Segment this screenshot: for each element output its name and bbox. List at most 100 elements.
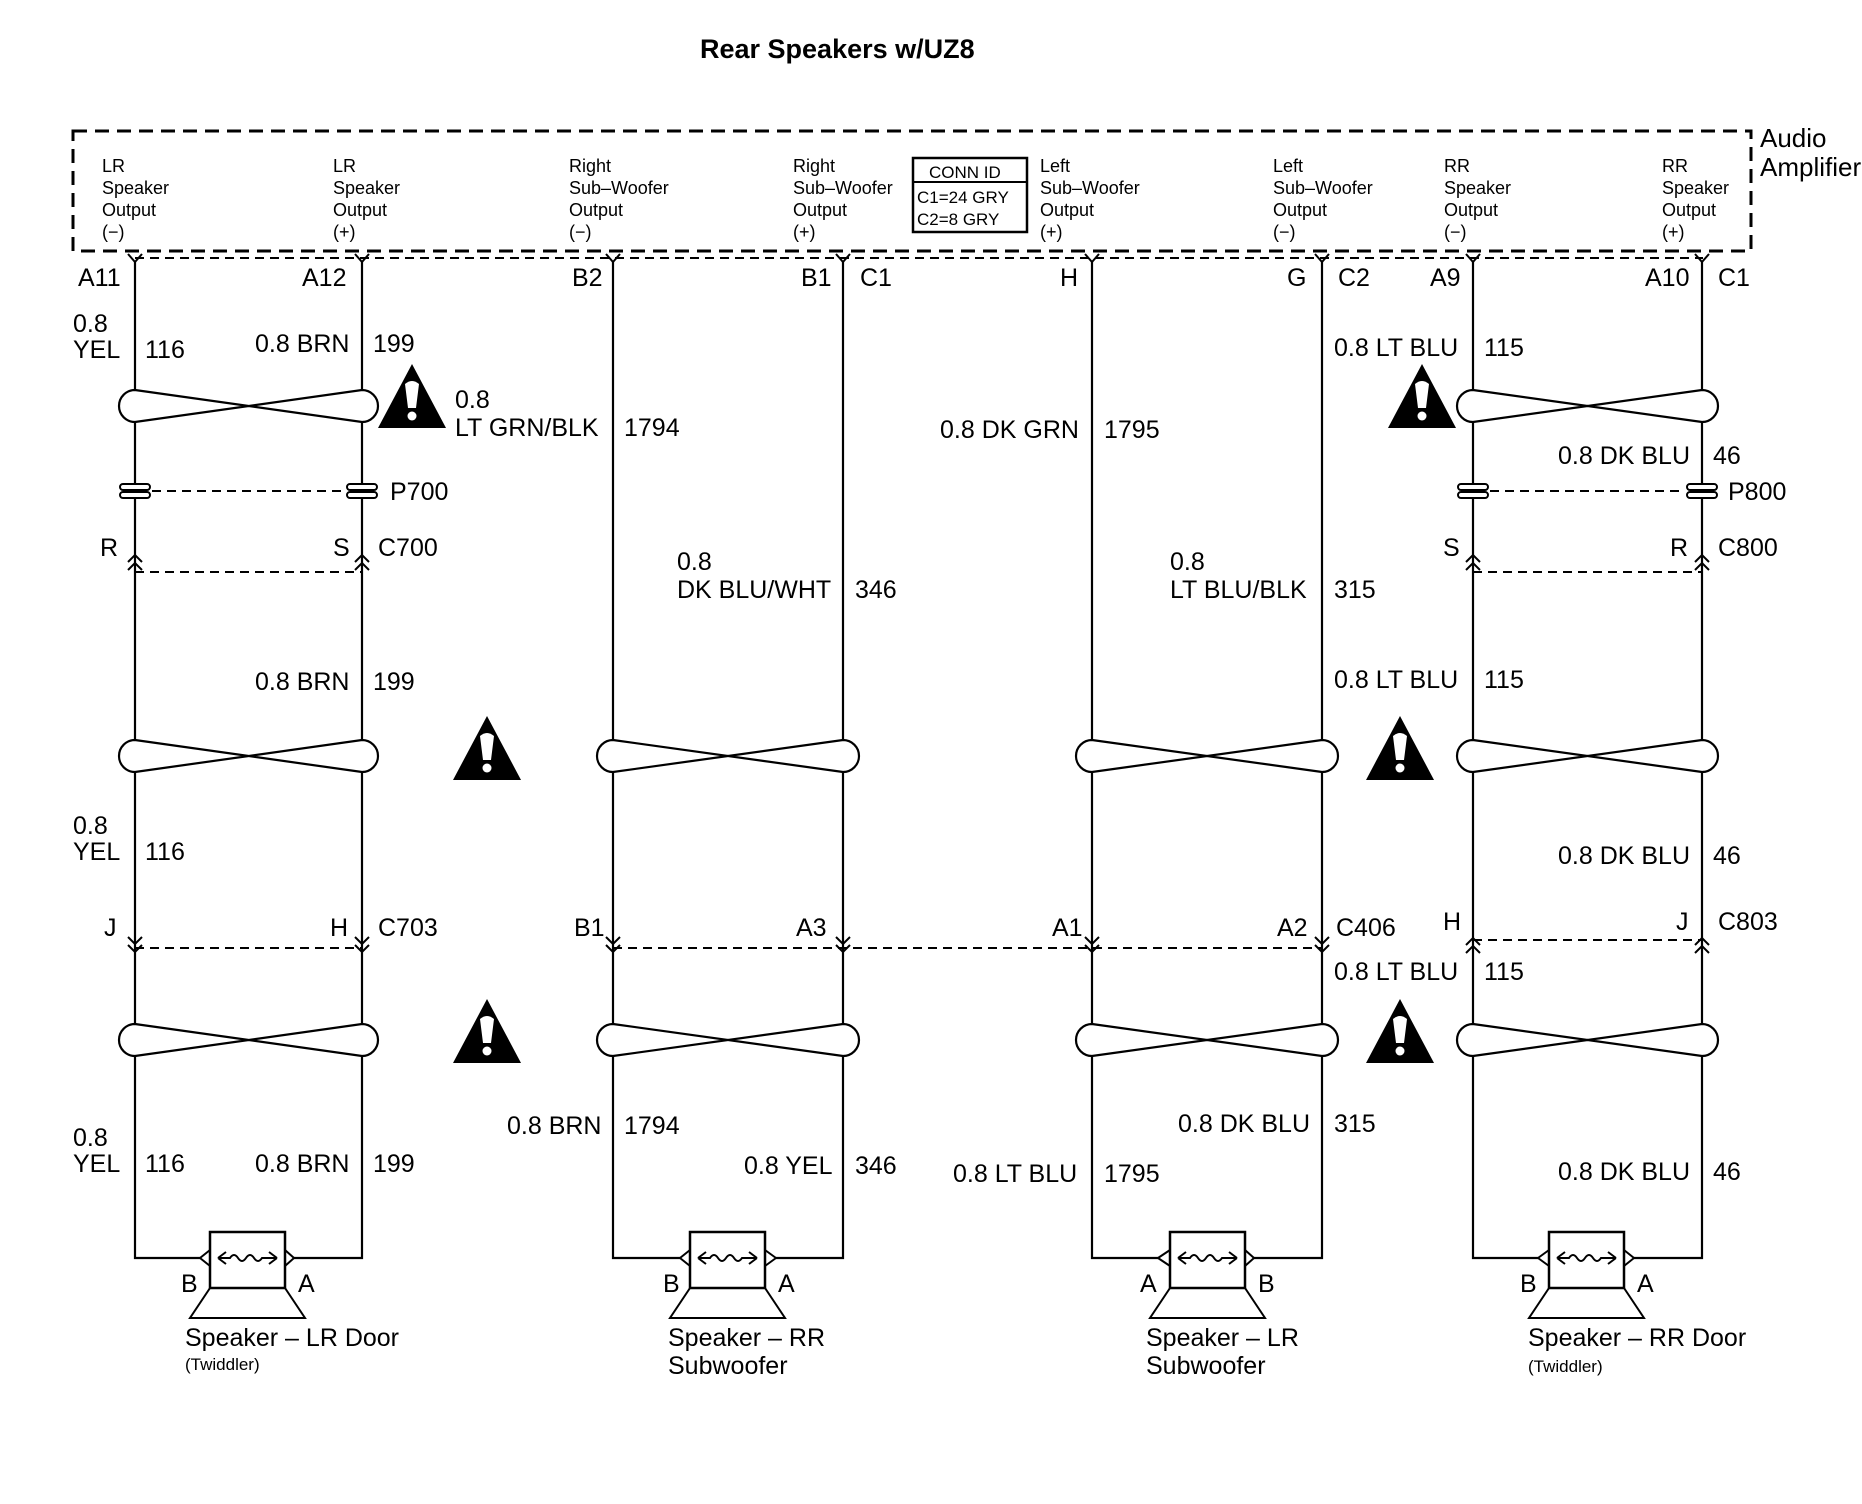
svg-text:Left: Left <box>1273 156 1303 176</box>
warning-icon-4 <box>1366 716 1434 780</box>
svg-text:Sub–Woofer: Sub–Woofer <box>1273 178 1373 198</box>
svg-text:Speaker: Speaker <box>102 178 169 198</box>
w116-top-circuit: 116 <box>145 336 185 364</box>
c700-connector <box>127 553 370 573</box>
pin-a9: A9 <box>1430 264 1461 292</box>
w315-mid-circuit: 315 <box>1334 576 1376 604</box>
w46-mid-label: 0.8 DK BLU <box>1558 842 1690 870</box>
c406-pin-a2: A2 <box>1277 914 1308 942</box>
w46-top-label: 0.8 DK BLU <box>1558 442 1690 470</box>
svg-text:(−): (−) <box>569 222 592 242</box>
w46-top-circuit: 46 <box>1713 442 1741 470</box>
svg-text:Speaker: Speaker <box>333 178 400 198</box>
twisted-pair-lr-top <box>117 388 380 424</box>
speaker-rr-subwoofer: B A Speaker – RR Subwoofer <box>663 1230 825 1380</box>
speaker-lr-door: B A Speaker – LR Door (Twiddler) <box>181 1230 399 1374</box>
conn-id-c1: C1=24 GRY <box>917 188 1009 207</box>
speaker-lr-sub-pin-b: B <box>1258 1270 1275 1298</box>
speaker-lr-sub-pin-a: A <box>1140 1270 1157 1298</box>
c703-pin-h: H <box>330 914 348 942</box>
w116-bot-gauge: 0.8 <box>73 1124 108 1152</box>
w116-bot-circuit: 116 <box>145 1150 185 1178</box>
w1795-top-circuit: 1795 <box>1104 416 1160 444</box>
twisted-pair-lr-bot <box>117 1022 380 1058</box>
w346-mid-gauge: 0.8 <box>677 548 712 576</box>
w346-bot-label: 0.8 YEL <box>744 1152 833 1180</box>
twisted-pairs <box>117 388 1720 1058</box>
w199-bot-label: 0.8 BRN <box>255 1150 349 1178</box>
w115-top-circuit: 115 <box>1484 334 1524 362</box>
w199-mid-circuit: 199 <box>373 668 415 696</box>
audio-amplifier-box <box>71 129 1753 253</box>
pin-g: G <box>1287 264 1306 292</box>
svg-text:Sub–Woofer: Sub–Woofer <box>793 178 893 198</box>
svg-text:(−): (−) <box>102 222 125 242</box>
p800-label: P800 <box>1728 478 1786 506</box>
twisted-pair-lsub-bot <box>1074 1022 1340 1058</box>
w1794-top-color: LT GRN/BLK <box>455 414 599 442</box>
conn-label-c1-right: C1 <box>1718 264 1750 292</box>
svg-text:(+): (+) <box>793 222 816 242</box>
speaker-rr-door-sub: (Twiddler) <box>1528 1357 1603 1376</box>
c700-pin-s: S <box>333 534 350 562</box>
w346-mid-color: DK BLU/WHT <box>677 576 831 604</box>
warning-icon-2 <box>1388 364 1456 428</box>
svg-text:Output: Output <box>1273 200 1327 220</box>
svg-text:(+): (+) <box>1662 222 1685 242</box>
w346-bot-circuit: 346 <box>855 1152 897 1180</box>
twisted-pair-rr-mid <box>1455 738 1720 774</box>
twisted-pair-rsub-bot <box>595 1022 861 1058</box>
warning-icon-3 <box>453 716 521 780</box>
speaker-rr-door-pin-a: A <box>1637 1270 1654 1298</box>
speaker-rr-sub-name2: Subwoofer <box>668 1352 788 1380</box>
svg-text:LR: LR <box>333 156 356 176</box>
svg-text:Speaker: Speaker <box>1662 178 1729 198</box>
warning-icon-6 <box>1366 999 1434 1063</box>
svg-text:Output: Output <box>793 200 847 220</box>
c800-connector <box>1465 553 1710 573</box>
w315-bot-circuit: 315 <box>1334 1110 1376 1138</box>
svg-text:RR: RR <box>1662 156 1688 176</box>
c803-pin-j: J <box>1676 908 1689 936</box>
speaker-icon <box>1148 1230 1267 1319</box>
p800-grommet <box>1457 483 1718 499</box>
w1794-top-gauge: 0.8 <box>455 386 490 414</box>
w199-bot-circuit: 199 <box>373 1150 415 1178</box>
w115-top-label: 0.8 LT BLU <box>1334 334 1458 362</box>
amplifier-name-line1: Audio <box>1760 123 1827 153</box>
speaker-icon <box>1527 1230 1646 1319</box>
c803-connector <box>1465 936 1710 954</box>
w1794-bot-circuit: 1794 <box>624 1112 680 1140</box>
c703-label: C703 <box>378 914 438 942</box>
svg-text:Output: Output <box>1040 200 1094 220</box>
speaker-lr-sub-name2: Subwoofer <box>1146 1352 1266 1380</box>
w1794-top-circuit: 1794 <box>624 414 680 442</box>
svg-text:Output: Output <box>102 200 156 220</box>
speaker-lr-subwoofer: A B Speaker – LR Subwoofer <box>1140 1230 1299 1380</box>
c406-pin-b1: B1 <box>574 914 605 942</box>
speaker-icon <box>188 1230 307 1319</box>
w115-mid-label: 0.8 LT BLU <box>1334 666 1458 694</box>
speaker-rr-sub-pin-a: A <box>778 1270 795 1298</box>
c700-label: C700 <box>378 534 438 562</box>
speaker-lr-door-name: Speaker – LR Door <box>185 1324 399 1352</box>
w1795-top-label: 0.8 DK GRN <box>940 416 1079 444</box>
amp-output-rr-plus: RR Speaker Output (+) <box>1662 156 1729 242</box>
speaker-lr-door-pin-b: B <box>181 1270 198 1298</box>
amp-output-left-sub-minus: Left Sub–Woofer Output (−) <box>1273 156 1373 242</box>
p700-label: P700 <box>390 478 448 506</box>
svg-text:Right: Right <box>793 156 835 176</box>
svg-text:(+): (+) <box>333 222 356 242</box>
svg-text:Output: Output <box>569 200 623 220</box>
speaker-rr-door: B A Speaker – RR Door (Twiddler) <box>1520 1230 1746 1376</box>
w116-top-gauge: 0.8 <box>73 310 108 338</box>
c800-label: C800 <box>1718 534 1778 562</box>
wire-199 <box>294 262 364 1260</box>
c703-c406-connectors <box>127 936 1330 954</box>
w116-mid-color: YEL <box>73 838 120 866</box>
svg-text:Right: Right <box>569 156 611 176</box>
svg-text:(−): (−) <box>1273 222 1296 242</box>
w46-bot-label: 0.8 DK BLU <box>1558 1158 1690 1186</box>
w46-bot-circuit: 46 <box>1713 1158 1741 1186</box>
